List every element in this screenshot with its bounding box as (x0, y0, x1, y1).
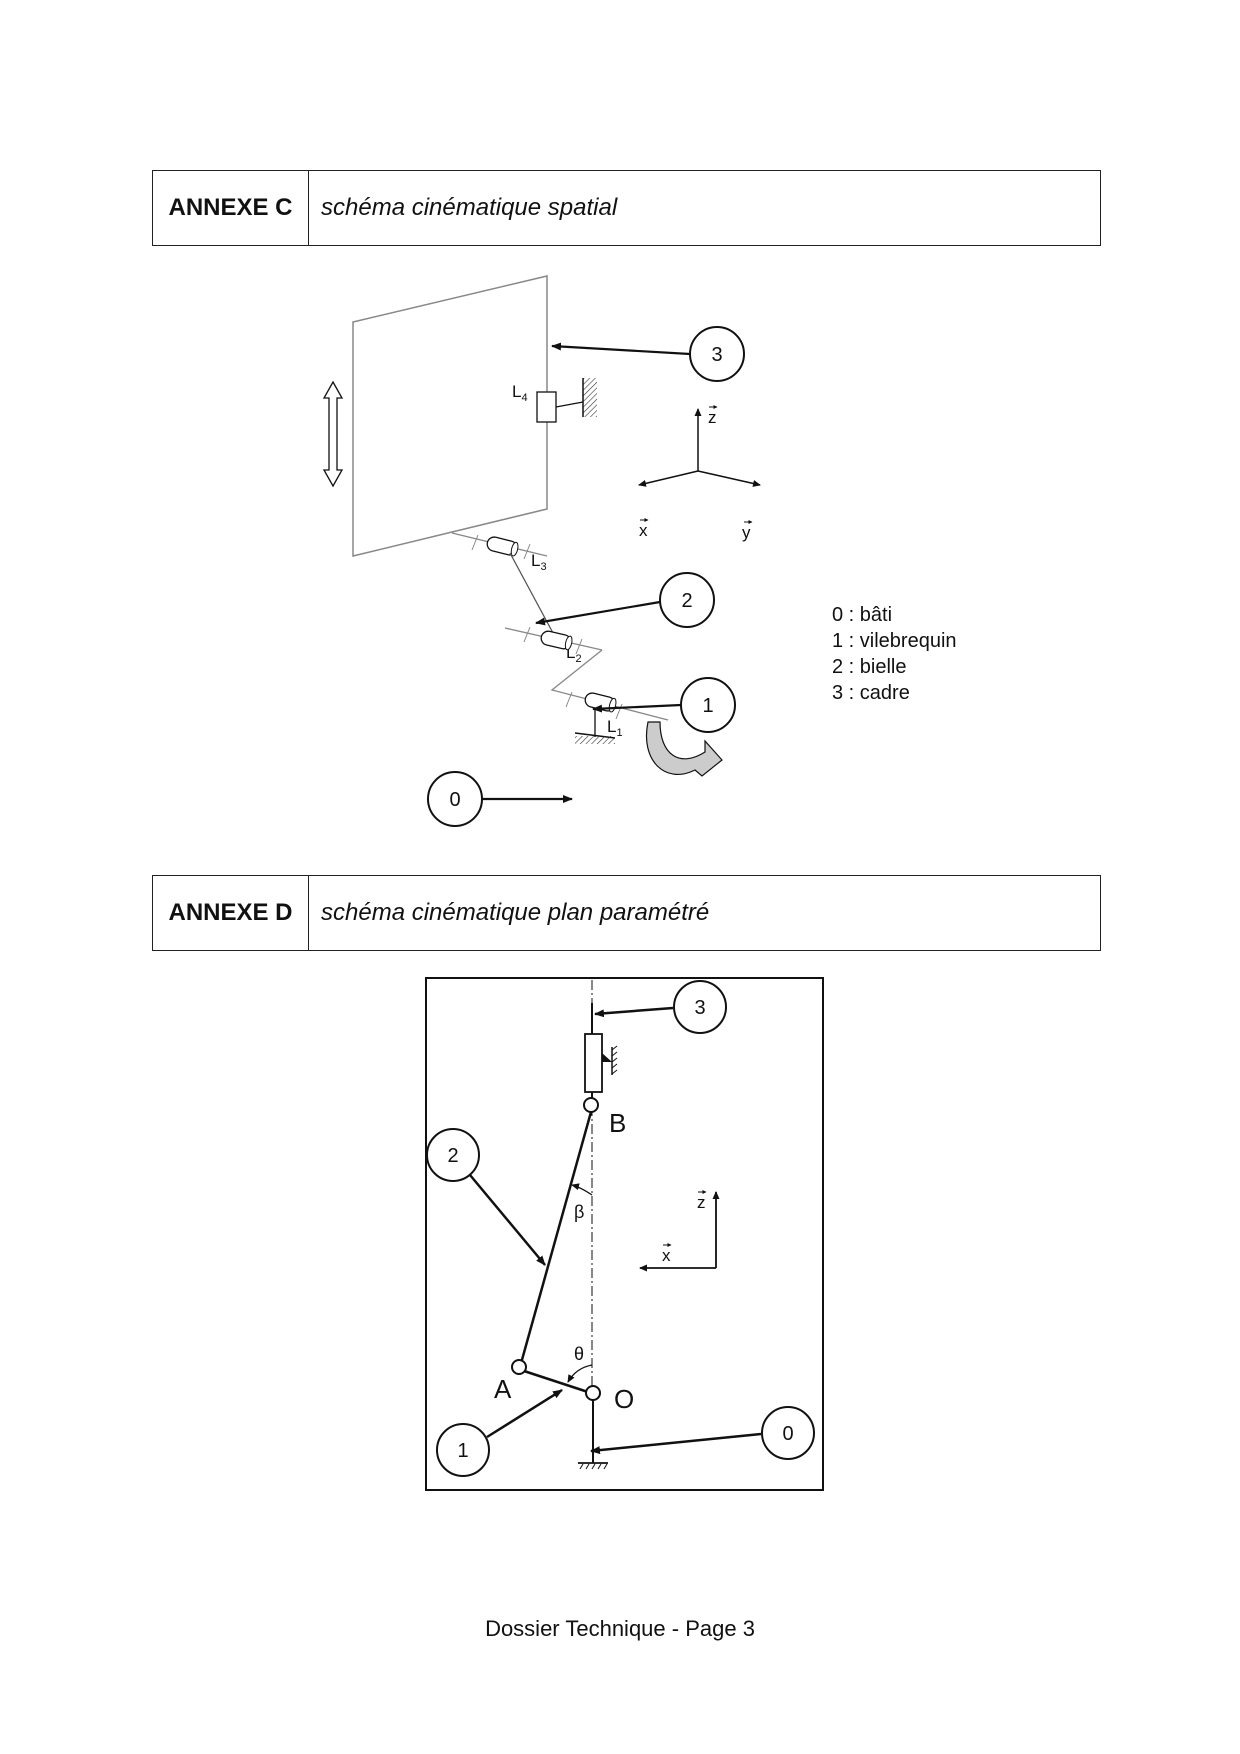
link-l1-label: L1 (607, 717, 623, 739)
svg-text:2 : bielle: 2 : bielle (832, 656, 907, 678)
axis-x-label: x (639, 521, 648, 540)
pivot-l3 (486, 536, 519, 557)
point-b-label: B (609, 1108, 626, 1138)
vector-arrow-icon (663, 1190, 707, 1247)
link-l3-label: L3 (531, 551, 547, 573)
callout-1: 1 (436, 1423, 490, 1477)
svg-text:0: 0 (449, 789, 460, 811)
slider-l4 (536, 391, 557, 423)
svg-text:2: 2 (681, 590, 692, 612)
annexe-c-title: schéma cinématique spatial (321, 194, 618, 221)
annexe-c-header: ANNEXE C schéma cinématique spatial (152, 170, 1101, 246)
ground-hatch (583, 378, 597, 417)
svg-text:1 : vilebrequin: 1 : vilebrequin (832, 630, 957, 652)
svg-text:3 : cadre: 3 : cadre (832, 682, 910, 704)
crank-ao (523, 1369, 589, 1394)
svg-text:3: 3 (711, 344, 722, 366)
rotation-arrow-icon (646, 721, 723, 777)
connecting-rod (509, 552, 554, 634)
axis-z-label: z (697, 1193, 706, 1212)
svg-text:3: 3 (694, 997, 705, 1019)
angle-beta-label: β (574, 1202, 584, 1222)
axis-x-label: x (662, 1246, 671, 1265)
callout-3: 3 (673, 980, 727, 1034)
point-a-label: A (494, 1374, 512, 1404)
joint-b (583, 1097, 599, 1113)
axis-y-label: y (742, 523, 751, 542)
annexe-d-header: ANNEXE D schéma cinématique plan paramét… (152, 875, 1101, 951)
callout-2: 2 (426, 1128, 480, 1182)
link-l4-label: L4 (512, 382, 528, 404)
joint-o (585, 1385, 601, 1401)
link-l2-label: L2 (566, 643, 582, 665)
page-footer: Dossier Technique - Page 3 (485, 1616, 755, 1641)
planar-diagram: B A O β θ z x 3 2 1 0 (425, 977, 824, 1491)
callout-0: 0 (427, 771, 483, 827)
callout-2: 2 (659, 572, 715, 628)
slider (584, 1033, 603, 1093)
annexe-d-key: ANNEXE D (153, 876, 309, 950)
annexe-d-title: schéma cinématique plan paramétré (321, 899, 710, 926)
svg-text:1: 1 (702, 695, 713, 717)
annexe-c-key: ANNEXE C (153, 171, 309, 245)
callout-3: 3 (689, 326, 745, 382)
callout-1: 1 (680, 677, 736, 733)
link-ab (518, 1111, 593, 1368)
frame-cadre (352, 275, 548, 557)
callout-0: 0 (761, 1406, 815, 1460)
svg-text:2: 2 (447, 1145, 458, 1167)
double-arrow-icon (322, 380, 344, 488)
axis-z-label: z (708, 408, 717, 427)
axes-3d (638, 408, 761, 487)
svg-text:0: 0 (782, 1423, 793, 1445)
vector-arrow-icon (640, 405, 753, 524)
point-o-label: O (614, 1384, 634, 1414)
legend: 0 : bâti 1 : vilebrequin 2 : bielle 3 : … (832, 604, 957, 704)
crankshaft (550, 649, 669, 721)
pivot-l2 (540, 630, 573, 651)
spatial-diagram: L4 z x y L3 L2 (322, 275, 957, 827)
joint-a (511, 1359, 527, 1375)
svg-text:1: 1 (457, 1440, 468, 1462)
svg-text:0 : bâti: 0 : bâti (832, 604, 892, 626)
angle-theta-label: θ (574, 1344, 584, 1364)
ground-hatch (575, 736, 615, 744)
axes-2d (639, 1191, 720, 1272)
